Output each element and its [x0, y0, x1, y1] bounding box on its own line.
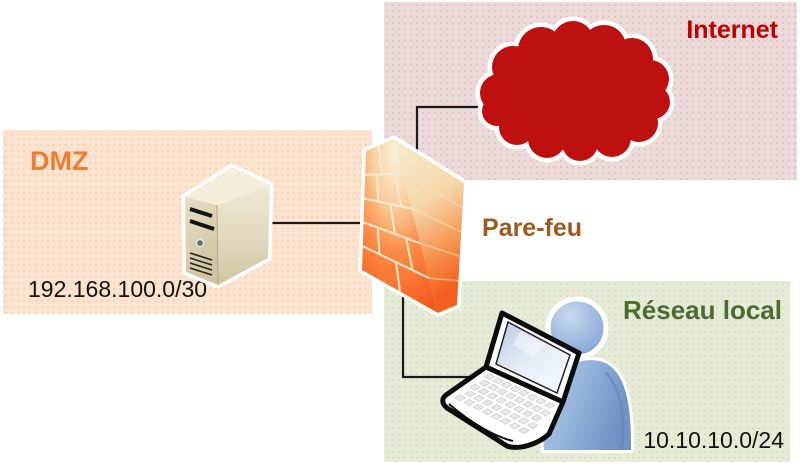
connection-firewall-laptop	[401, 288, 484, 379]
local-network-subnet: 10.10.10.0/24	[643, 427, 784, 453]
internet-cloud-icon	[475, 16, 675, 166]
laptop-keyboard-keys	[454, 373, 556, 435]
person-arm-line	[604, 371, 625, 451]
server-power-button	[195, 238, 205, 248]
server-drive-bays	[189, 207, 215, 231]
server-vents	[189, 252, 213, 276]
connection-firewall-cloud	[415, 105, 482, 152]
firewall-side-face	[394, 139, 464, 313]
laptop-front-rim-line	[448, 403, 514, 442]
internet-label: Internet	[686, 16, 778, 44]
firewall-label: Pare-feu	[482, 214, 583, 242]
dmz-label: DMZ	[30, 146, 89, 176]
server-side-face	[217, 185, 270, 285]
user-person-icon	[539, 296, 635, 453]
laptop-screen	[495, 320, 571, 395]
laptop-screen-glare	[513, 331, 546, 357]
laptop-icon	[440, 310, 582, 450]
connector-lines	[268, 105, 484, 379]
firewall-mortar-lines	[362, 145, 430, 292]
firewall-side-mortar-lines	[402, 173, 463, 282]
server-top-face	[185, 167, 270, 205]
local-network-label: Réseau local	[623, 295, 782, 325]
server-tower-icon	[181, 163, 274, 289]
dmz-subnet: 192.168.100.0/30	[28, 276, 208, 302]
firewall-front-face	[362, 139, 438, 313]
firewall-brick-wall-icon	[358, 135, 468, 317]
